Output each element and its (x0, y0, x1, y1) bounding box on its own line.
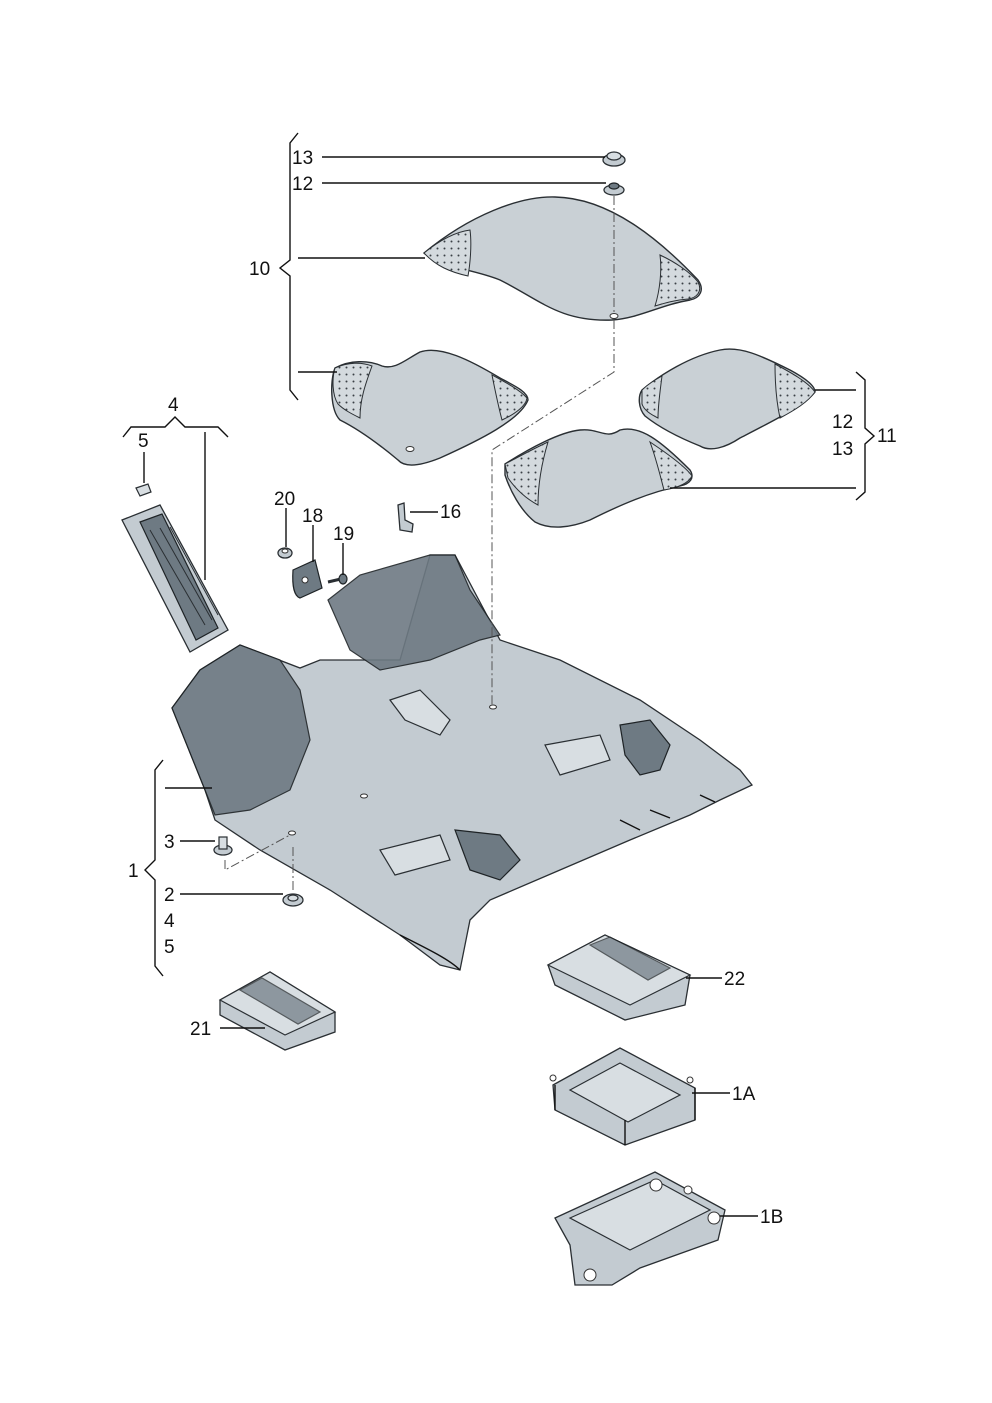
label-5-top: 5 (138, 431, 149, 452)
front-right-floor-mat-lower (504, 428, 693, 528)
label-12-top: 12 (292, 174, 313, 195)
label-16: 16 (440, 502, 461, 523)
bracket-18 (292, 559, 323, 599)
label-22: 22 (724, 969, 745, 990)
label-21: 21 (190, 1019, 211, 1040)
footrest-pad (121, 504, 229, 653)
label-12-right: 12 (832, 412, 853, 433)
front-left-floor-mat (331, 349, 529, 466)
front-right-floor-mat-upper (638, 348, 816, 450)
fastener-3 (213, 836, 233, 856)
label-18: 18 (302, 506, 323, 527)
label-5-bottom: 5 (164, 937, 175, 958)
leader-lines (122, 132, 876, 1217)
insulation-block-21 (218, 971, 337, 1051)
label-4-bottom: 4 (164, 911, 175, 932)
clip-16 (397, 502, 414, 533)
label-1: 1 (128, 861, 139, 882)
callout-labels: 13 12 10 4 5 20 18 19 16 12 13 11 1 3 2 … (128, 148, 897, 1228)
label-19: 19 (333, 524, 354, 545)
label-1B: 1B (760, 1207, 783, 1228)
floor-carpet (171, 554, 754, 971)
screw-19 (327, 573, 348, 585)
label-20: 20 (274, 489, 295, 510)
label-13-right: 13 (832, 439, 853, 460)
clip-12-top (603, 182, 625, 196)
bracket-plate-1B (554, 1171, 726, 1286)
label-4-top: 4 (168, 395, 179, 416)
tray-22 (546, 934, 692, 1021)
rear-floor-mat (422, 196, 702, 321)
label-11: 11 (877, 426, 897, 447)
label-10: 10 (249, 259, 270, 280)
clip-5-small (135, 483, 152, 497)
box-1A (549, 1047, 696, 1146)
fastener-2 (282, 893, 304, 907)
clip-13-top (602, 151, 626, 167)
label-13-top: 13 (292, 148, 313, 169)
label-2: 2 (164, 885, 175, 906)
label-3: 3 (164, 832, 175, 853)
nut-20 (277, 547, 293, 559)
label-1A: 1A (732, 1084, 756, 1105)
